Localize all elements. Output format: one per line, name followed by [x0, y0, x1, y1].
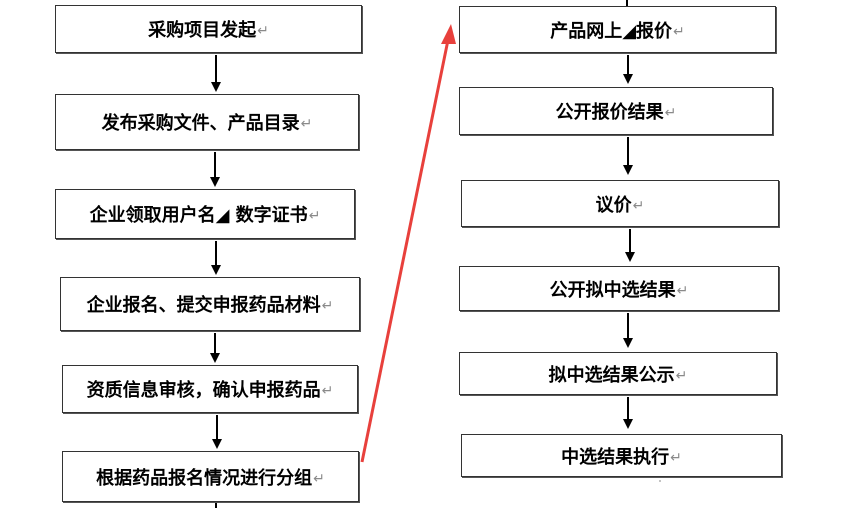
step-label: 采购项目发起: [148, 20, 257, 41]
right-arrow-2: [623, 137, 633, 175]
left-arrow-2: [210, 152, 220, 187]
return-mark-icon: ↵: [670, 449, 682, 466]
return-mark-icon: ↵: [673, 23, 685, 40]
right-arrow-1: [623, 55, 633, 84]
step-box-qualification-review: 资质信息审核，确认申报药品↵: [62, 365, 358, 413]
step-box-project-initiation: 采购项目发起↵: [55, 5, 362, 53]
return-mark-icon: ↵: [300, 116, 313, 132]
left-arrow-5: [212, 415, 222, 449]
step-box-publish-quotation-results: 公开报价结果↵: [459, 87, 773, 135]
step-label: 根据药品报名情况进行分组: [96, 467, 313, 489]
left-arrow-3: [211, 241, 221, 275]
step-label: 议价: [595, 194, 632, 216]
step-box-publish-documents: 发布采购文件、产品目录↵: [55, 94, 359, 150]
right-arrow-3: [625, 229, 635, 262]
return-mark-icon: ↵: [321, 298, 334, 314]
return-mark-icon: ↵: [257, 23, 269, 39]
right-arrow-4: [623, 313, 633, 348]
step-label: 中选结果执行: [561, 446, 670, 468]
step-box-enterprise-registration: 企业报名、提交申报药品材料↵: [60, 277, 360, 331]
step-box-negotiation: 议价↵: [461, 180, 779, 227]
return-mark-icon: ↵: [313, 470, 325, 487]
step-box-obtain-certificate: 企业领取用户名◢ 数字证书↵: [55, 189, 355, 239]
step-label: 拟中选结果公示: [548, 364, 675, 386]
return-mark-icon: ↵: [664, 105, 677, 121]
step-box-selection-announcement: 拟中选结果公示↵: [459, 352, 777, 395]
step-label: 企业领取用户名◢ 数字证书: [89, 205, 308, 226]
right-arrow-5: [623, 397, 633, 429]
step-label: 企业报名、提交申报药品材料: [86, 295, 321, 316]
step-box-grouping: 根据药品报名情况进行分组↵: [62, 451, 359, 502]
step-box-publish-proposed-selection: 公开拟中选结果↵: [459, 266, 779, 311]
step-label: 产品网上◢报价: [550, 20, 673, 42]
step-label: 发布采购文件、产品目录: [101, 113, 300, 134]
connector-arrow: [360, 24, 456, 463]
return-mark-icon: ↵: [321, 383, 334, 399]
left-arrow-4: [210, 333, 220, 363]
return-mark-icon: ↵: [676, 282, 689, 299]
step-label: 公开报价结果: [555, 102, 664, 123]
return-mark-icon: ↵: [675, 367, 688, 384]
step-box-online-quotation: 产品网上◢报价↵: [459, 6, 776, 53]
return-mark-icon: ↵: [308, 208, 321, 224]
step-label: 资质信息审核，确认申报药品: [86, 380, 321, 401]
return-mark-icon: ↵: [632, 197, 645, 214]
left-arrow-1: [211, 55, 221, 92]
step-label: 公开拟中选结果: [549, 279, 676, 301]
step-box-selection-execution: 中选结果执行↵: [461, 434, 782, 477]
